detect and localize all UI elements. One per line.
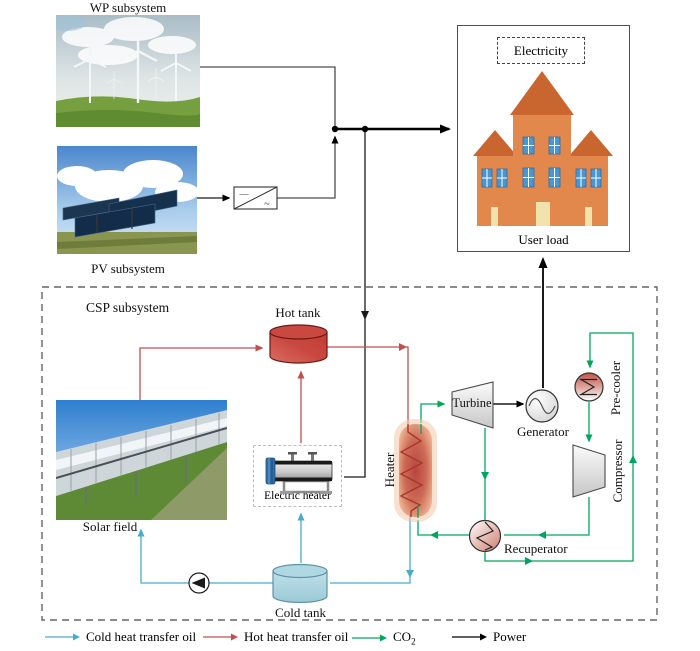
co2-arrow-icon [352,634,387,642]
solar-to-hot-tank-line [139,344,264,400]
co2-left-arrowhead-2 [430,531,438,539]
electric-heater-box: Electric heater [253,445,342,507]
hot-tank-to-heater-line [327,346,409,424]
heater-coil [399,424,424,517]
solar-field-label: Solar field [82,519,138,534]
co2-up-arrowhead [629,455,637,463]
building-window-panes [482,137,601,187]
legend-label-cold-oil: Cold heat transfer oil [86,629,197,644]
electricity-label: Electricity [513,43,569,58]
heater-to-cold-tank-line [330,516,411,584]
user-load-box: Electricity [457,25,630,252]
pump [188,572,210,594]
heater-to-turbine-line [420,400,446,423]
hot-oil-arrowhead [399,343,407,351]
recuperator-shape [468,519,502,553]
inverter-dc-symbol: — [239,189,250,199]
hot-tank [269,324,328,364]
junction-dot-right [361,125,369,133]
inverter-ac-symbol: ~ [264,199,270,210]
legend-label-power: Power [493,629,527,644]
legend-item-co2: CO2 [352,629,416,647]
co2-lines [417,332,637,565]
building-center-roof [510,71,574,115]
co2-left-arrowhead-1 [538,531,546,539]
hot-oil-arrow-icon [203,633,238,641]
heater-vessel [394,419,437,522]
building-left-roof [473,130,517,156]
csp-subsystem-label: CSP subsystem [86,300,170,315]
generator-label: Generator [517,424,569,439]
inverter: — ~ [233,186,278,210]
electricity-dashed-box: Electricity [497,37,585,64]
hot-tank-label: Hot tank [275,305,321,320]
legend-label-hot-oil: Hot heat transfer oil [244,629,349,644]
cold-oil-lines [137,512,414,584]
inverter-to-junction-line [277,135,339,199]
co2-right-arrowhead [525,557,533,565]
precooler-label: Pre-cooler [608,360,623,416]
precooler-shape [574,372,604,402]
legend: Cold heat transfer oil Hot heat transfer… [0,629,700,649]
building-doors [491,202,592,226]
building-illustration [473,71,613,226]
cold-tank-label: Cold tank [275,605,326,620]
legend-item-power: Power [452,629,526,645]
legend-item-cold-oil: Cold heat transfer oil [45,629,196,645]
cold-oil-down-arrowhead [406,570,414,578]
pv-subsystem-label: PV subsystem [91,261,165,276]
legend-label-co2: CO2 [393,629,416,647]
electric-heater-label: Electric heater [264,490,331,502]
co2-down-arrowhead-1 [481,472,489,480]
wp-power-line [200,66,336,126]
junction-dot-left [331,125,339,133]
solar-panels [62,189,178,238]
cold-tank [272,563,328,604]
compressor-shape [572,444,606,498]
turbine-label: Turbine [452,396,492,410]
cold-tank-to-solar-line [137,528,273,584]
heater-label: Heater [382,452,397,488]
compressor-label: Compressor [610,439,625,503]
junction-to-electric-heater-line [344,129,366,478]
power-down-arrowhead [361,311,369,320]
cold-oil-arrow-icon [45,633,80,641]
generator-shape [525,389,559,423]
solar-field-photo [56,400,227,520]
wind-turbines [73,29,192,103]
recuperator-label: Recuperator [504,541,568,556]
recuperator-to-heater-line [417,520,469,536]
user-load-label: User load [518,232,569,247]
legend-item-hot-oil: Hot heat transfer oil [203,629,348,645]
wp-subsystem-label: WP subsystem [89,0,167,15]
building-right-roof [569,130,613,156]
pv-photo [57,146,197,254]
power-arrow-icon [452,633,487,641]
wp-photo [56,15,200,127]
compressor-to-recuperator-line [504,497,590,536]
